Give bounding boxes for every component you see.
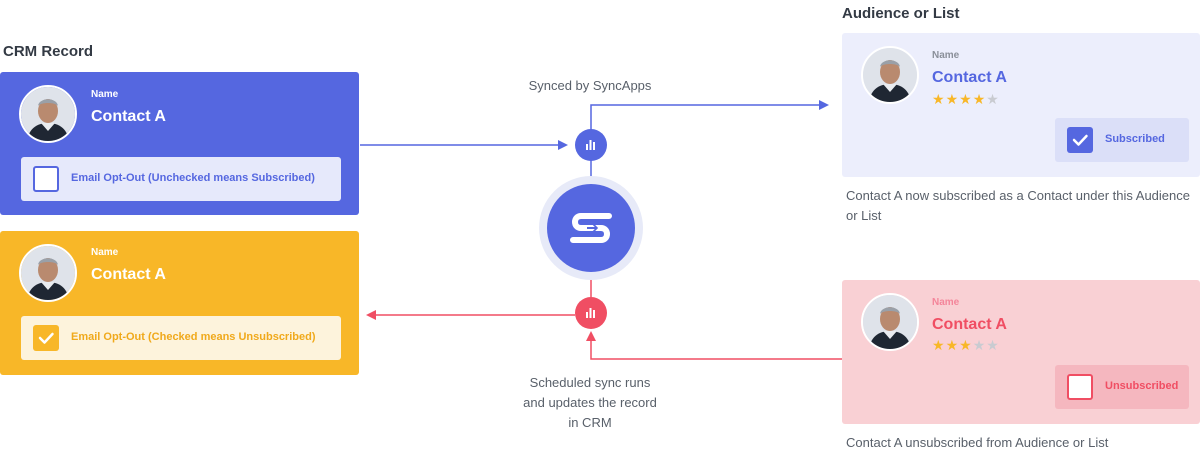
syncapps-logo bbox=[539, 176, 643, 280]
star-empty-icon: ★ bbox=[986, 337, 1000, 353]
star-empty-icon: ★ bbox=[972, 337, 987, 353]
status-checkbox bbox=[1067, 127, 1093, 153]
audience-card-unsubscribed: Name Contact A ★★★★★ Unsubscribed bbox=[842, 280, 1200, 424]
name-label: Name bbox=[91, 89, 119, 100]
checkmark-icon bbox=[1072, 134, 1088, 146]
optout-label: Email Opt-Out (Unchecked means Subscribe… bbox=[71, 172, 315, 184]
crm-heading: CRM Record bbox=[3, 43, 94, 60]
contact-name: Contact A bbox=[91, 266, 166, 283]
star-rating: ★★★★★ bbox=[932, 92, 1000, 106]
crm-card-unsubscribed: Name Contact A Email Opt-Out (Checked me… bbox=[0, 231, 359, 375]
star-icon: ★ bbox=[932, 91, 946, 107]
subscribed-caption: Contact A now subscribed as a Contact un… bbox=[846, 188, 1190, 223]
optout-checkbox[interactable] bbox=[33, 325, 59, 351]
star-empty-icon: ★ bbox=[986, 91, 1000, 107]
unsubscribed-caption: Contact A unsubscribed from Audience or … bbox=[846, 435, 1109, 450]
sync-bottom-caption-line: and updates the record bbox=[523, 395, 657, 410]
red-arrowhead bbox=[366, 310, 376, 320]
name-label: Name bbox=[91, 247, 119, 258]
sync-bottom-caption-line: Scheduled sync runs bbox=[529, 375, 651, 390]
avatar bbox=[861, 293, 919, 351]
contact-name: Contact A bbox=[932, 316, 1007, 333]
sync-bottom-caption-line: in CRM bbox=[568, 415, 612, 430]
blue-arrowhead bbox=[819, 100, 829, 110]
audience-heading: Audience or List bbox=[842, 5, 960, 22]
avatar bbox=[861, 46, 919, 104]
bar-chart-icon bbox=[586, 140, 595, 150]
star-icon: ★ bbox=[945, 91, 960, 107]
name-label: Name bbox=[932, 50, 960, 61]
avatar bbox=[19, 85, 77, 143]
contact-name: Contact A bbox=[932, 69, 1007, 86]
star-icon: ★ bbox=[945, 337, 960, 353]
sync-bottom-caption: Scheduled sync runs and updates the reco… bbox=[490, 373, 690, 433]
audience-card-subscribed: Name Contact A ★★★★★ Subscribed bbox=[842, 33, 1200, 177]
blue-connector-line bbox=[590, 104, 820, 130]
red-connector-line bbox=[590, 340, 842, 360]
avatar bbox=[19, 244, 77, 302]
email-optout-field[interactable]: Email Opt-Out (Checked means Unsubscribe… bbox=[21, 316, 341, 360]
status-label: Subscribed bbox=[1105, 133, 1165, 145]
sync-top-caption: Synced by SyncApps bbox=[528, 78, 652, 93]
blue-arrowhead bbox=[558, 140, 568, 150]
name-label: Name bbox=[932, 297, 960, 308]
crm-card-subscribed: Name Contact A Email Opt-Out (Unchecked … bbox=[0, 72, 359, 215]
optout-checkbox[interactable] bbox=[33, 166, 59, 192]
bar-chart-icon bbox=[586, 308, 595, 318]
star-icon: ★ bbox=[959, 337, 973, 353]
subscription-status: Unsubscribed bbox=[1055, 365, 1189, 409]
star-rating: ★★★★★ bbox=[932, 338, 1000, 352]
status-checkbox bbox=[1067, 374, 1093, 400]
checkmark-icon bbox=[38, 332, 54, 344]
syncapps-logo-icon bbox=[570, 213, 612, 243]
sync-node-red bbox=[575, 297, 607, 329]
email-optout-field[interactable]: Email Opt-Out (Unchecked means Subscribe… bbox=[21, 157, 341, 201]
red-arrowhead bbox=[586, 331, 596, 341]
star-icon: ★ bbox=[972, 91, 987, 107]
sync-node-blue bbox=[575, 129, 607, 161]
status-label: Unsubscribed bbox=[1105, 380, 1179, 392]
subscription-status: Subscribed bbox=[1055, 118, 1189, 162]
contact-name: Contact A bbox=[91, 108, 166, 125]
star-icon: ★ bbox=[959, 91, 973, 107]
optout-label: Email Opt-Out (Checked means Unsubscribe… bbox=[71, 331, 316, 343]
star-icon: ★ bbox=[932, 337, 946, 353]
